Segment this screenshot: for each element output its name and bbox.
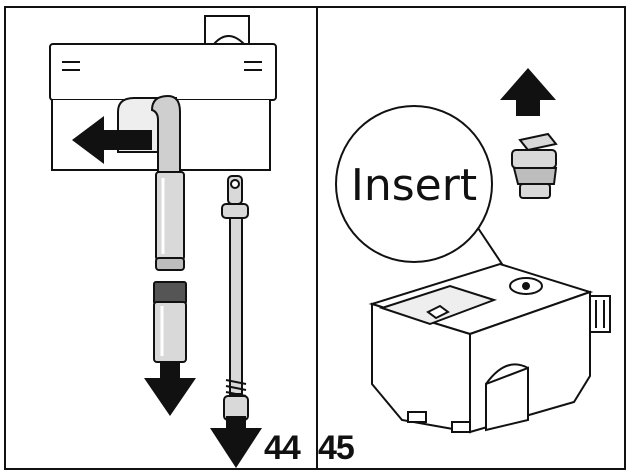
callout-circle xyxy=(335,105,493,263)
figure-number-left: 44 xyxy=(264,429,301,467)
left-panel-illustration xyxy=(49,15,277,421)
arrow-down-icon xyxy=(144,362,196,416)
top-connector xyxy=(204,15,250,45)
callout-label-box: Insert xyxy=(334,110,494,260)
pipe-upper xyxy=(155,171,185,261)
figure-number-right: 45 xyxy=(318,429,355,467)
pipe-lower xyxy=(153,301,187,363)
side-clip xyxy=(589,295,611,333)
callout-label: Insert xyxy=(350,159,478,211)
cap-head xyxy=(518,132,558,152)
figure-frame xyxy=(4,6,626,470)
bent-pipe xyxy=(150,94,181,173)
arrow-up-icon xyxy=(500,68,556,116)
pipe-connector xyxy=(153,281,187,305)
arrow-down-icon xyxy=(210,416,262,468)
callout-leader xyxy=(477,227,507,271)
unit-top xyxy=(49,43,277,101)
base-window xyxy=(485,366,529,432)
panel-divider xyxy=(316,6,318,470)
top-connector-clip xyxy=(213,35,245,45)
right-panel-illustration xyxy=(335,105,611,434)
rod-shaft xyxy=(229,217,243,395)
cap-flange xyxy=(511,149,557,169)
arrow-left-icon xyxy=(72,116,152,164)
cap-stem xyxy=(519,183,551,199)
base-front xyxy=(371,302,471,434)
base-panel xyxy=(378,284,498,326)
